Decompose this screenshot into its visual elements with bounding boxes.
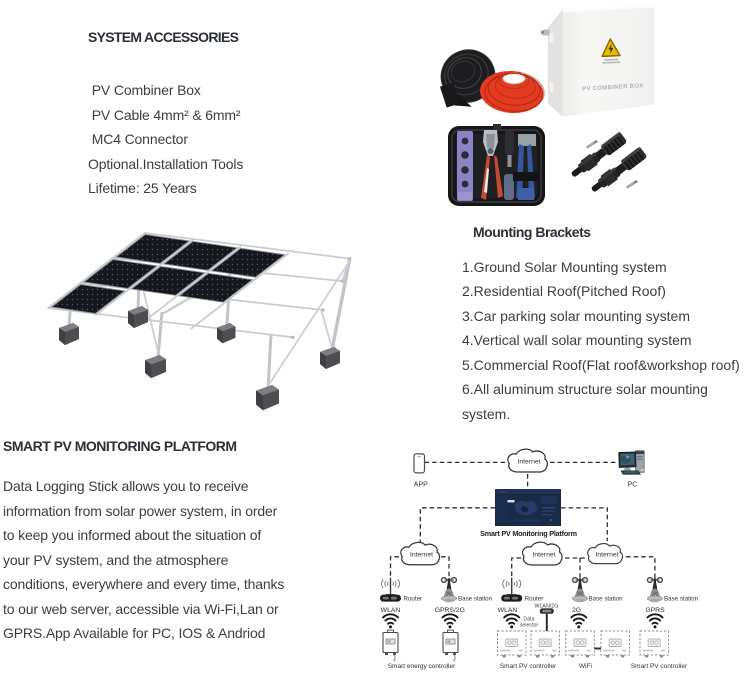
svg-text:PC: PC bbox=[628, 482, 638, 489]
svg-text:GPRS/2G: GPRS/2G bbox=[435, 607, 465, 614]
svg-text:Smart PV controller: Smart PV controller bbox=[631, 663, 688, 670]
svg-text:Internet: Internet bbox=[517, 459, 540, 466]
svg-text:2G: 2G bbox=[572, 607, 581, 614]
svg-text:Internet: Internet bbox=[532, 552, 555, 559]
svg-text:WLAN: WLAN bbox=[498, 607, 518, 614]
svg-text:WiFi: WiFi bbox=[579, 663, 592, 670]
svg-text:Base station: Base station bbox=[458, 596, 493, 603]
svg-text:WLAN: WLAN bbox=[381, 607, 401, 614]
svg-text:WLAN/2G: WLAN/2G bbox=[534, 604, 558, 610]
svg-text:Internet: Internet bbox=[595, 552, 618, 559]
svg-text:Smart PV Monitoring Platform: Smart PV Monitoring Platform bbox=[480, 529, 577, 538]
svg-text:Smart PV controller: Smart PV controller bbox=[500, 663, 557, 670]
svg-text:Base station: Base station bbox=[664, 596, 699, 603]
svg-text:APP: APP bbox=[414, 482, 428, 489]
svg-text:PV COMBINER BOX: PV COMBINER BOX bbox=[582, 83, 644, 92]
svg-text:Router: Router bbox=[525, 596, 544, 603]
svg-text:GPRS: GPRS bbox=[645, 607, 665, 614]
svg-text:Internet: Internet bbox=[410, 552, 433, 559]
svg-text:selector: selector bbox=[520, 623, 539, 629]
svg-text:Smart energy controller: Smart energy controller bbox=[388, 663, 456, 670]
svg-text:Data: Data bbox=[523, 617, 534, 623]
svg-text:Base station: Base station bbox=[589, 596, 624, 603]
svg-text:Router: Router bbox=[404, 596, 423, 603]
